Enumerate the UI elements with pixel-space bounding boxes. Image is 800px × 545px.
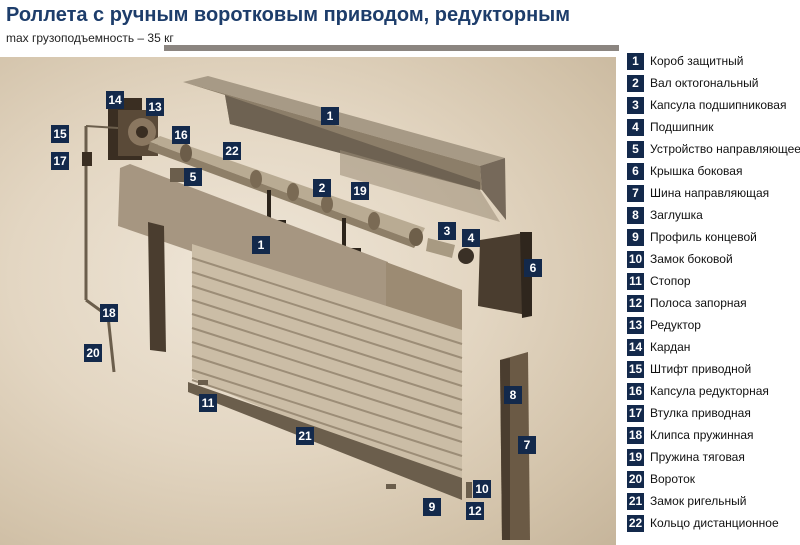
legend-number: 14 — [627, 338, 644, 356]
page-title: Роллета с ручным воротковым приводом, ре… — [6, 4, 571, 26]
callout-11: 11 — [199, 394, 217, 412]
callout-1-top: 1 — [321, 107, 339, 125]
legend-label: Шина направляющая — [650, 186, 770, 200]
callout-20: 20 — [84, 344, 102, 362]
legend-label: Пружина тяговая — [650, 450, 745, 464]
callout-14: 14 — [106, 91, 124, 109]
callout-17: 17 — [51, 152, 69, 170]
legend-number: 9 — [627, 228, 644, 246]
legend-item: 19 Пружина тяговая — [627, 448, 745, 466]
legend-label: Подшипник — [650, 120, 714, 134]
roller-curtain — [188, 244, 463, 500]
legend-item: 16 Капсула редукторная — [627, 382, 769, 400]
legend-number: 12 — [627, 294, 644, 312]
legend-item: 3 Капсула подшипниковая — [627, 96, 786, 114]
legend-number: 8 — [627, 206, 644, 224]
callout-4: 4 — [462, 229, 480, 247]
legend-number: 17 — [627, 404, 644, 422]
left-guide-rail — [148, 222, 166, 352]
callout-22: 22 — [223, 142, 241, 160]
page-subtitle: max грузоподъемность – 35 кг — [6, 31, 174, 45]
legend-label: Полоса запорная — [650, 296, 747, 310]
crank-handle — [82, 125, 119, 373]
exploded-diagram — [82, 76, 532, 540]
legend-item: 13 Редуктор — [627, 316, 701, 334]
legend-item: 6 Крышка боковая — [627, 162, 742, 180]
legend-number: 16 — [627, 382, 644, 400]
legend-item: 4 Подшипник — [627, 118, 713, 136]
legend-label: Устройство направляющее — [650, 142, 800, 156]
box-cover-top — [183, 76, 506, 222]
legend-label: Профиль концевой — [650, 230, 757, 244]
callout-7: 7 — [518, 436, 536, 454]
legend-item: 14 Кардан — [627, 338, 690, 356]
legend-item: 2 Вал октогональный — [627, 74, 758, 92]
legend-label: Вороток — [650, 472, 696, 486]
legend-item: 11 Стопор — [627, 272, 691, 290]
legend-item: 12 Полоса запорная — [627, 294, 747, 312]
small-parts — [170, 168, 472, 498]
legend-number: 20 — [627, 470, 644, 488]
legend-item: 18 Клипса пружинная — [627, 426, 754, 444]
legend-number: 7 — [627, 184, 644, 202]
legend-item: 9 Профиль концевой — [627, 228, 757, 246]
callout-19: 19 — [351, 182, 369, 200]
legend-label: Вал октогональный — [650, 76, 759, 90]
callout-15: 15 — [51, 125, 69, 143]
legend-number: 18 — [627, 426, 644, 444]
legend-number: 10 — [627, 250, 644, 268]
callout-5: 5 — [184, 168, 202, 186]
legend-item: 7 Шина направляющая — [627, 184, 769, 202]
legend-number: 2 — [627, 74, 644, 92]
legend-number: 1 — [627, 52, 644, 70]
legend-number: 21 — [627, 492, 644, 510]
legend-item: 8 Заглушка — [627, 206, 703, 224]
callout-18: 18 — [100, 304, 118, 322]
legend-label: Замок боковой — [650, 252, 733, 266]
callout-1-front: 1 — [252, 236, 270, 254]
callout-6: 6 — [524, 259, 542, 277]
legend-label: Заглушка — [650, 208, 703, 222]
legend-label: Капсула подшипниковая — [650, 98, 787, 112]
legend-number: 3 — [627, 96, 644, 114]
legend-label: Кольцо дистанционное — [650, 516, 779, 530]
legend-item: 10 Замок боковой — [627, 250, 733, 268]
legend-number: 13 — [627, 316, 644, 334]
legend-item: 20 Вороток — [627, 470, 695, 488]
legend-item: 21 Замок ригельный — [627, 492, 746, 510]
callout-2: 2 — [313, 179, 331, 197]
legend-item: 22 Кольцо дистанционное — [627, 514, 779, 532]
legend-item: 5 Устройство направляющее — [627, 140, 800, 158]
legend-item: 1 Короб защитный — [627, 52, 743, 70]
legend-label: Стопор — [650, 274, 691, 288]
callout-3: 3 — [438, 222, 456, 240]
legend-number: 11 — [627, 272, 644, 290]
callout-8: 8 — [504, 386, 522, 404]
legend-number: 6 — [627, 162, 644, 180]
legend-label: Замок ригельный — [650, 494, 747, 508]
legend-label: Кардан — [650, 340, 691, 354]
bearing-capsule — [426, 238, 474, 264]
legend-number: 4 — [627, 118, 644, 136]
legend-label: Штифт приводной — [650, 362, 752, 376]
legend-number: 5 — [627, 140, 644, 158]
legend-number: 19 — [627, 448, 644, 466]
callout-9: 9 — [423, 498, 441, 516]
legend-item: 17 Втулка приводная — [627, 404, 751, 422]
legend-label: Втулка приводная — [650, 406, 751, 420]
callout-21: 21 — [296, 427, 314, 445]
callout-12: 12 — [466, 502, 484, 520]
legend-label: Капсула редукторная — [650, 384, 769, 398]
legend-label: Крышка боковая — [650, 164, 743, 178]
callout-10: 10 — [473, 480, 491, 498]
title-rule — [164, 45, 619, 51]
legend-label: Клипса пружинная — [650, 428, 754, 442]
legend-number: 22 — [627, 514, 644, 532]
legend-item: 15 Штифт приводной — [627, 360, 751, 378]
legend-number: 15 — [627, 360, 644, 378]
legend-label: Редуктор — [650, 318, 701, 332]
callout-16: 16 — [172, 126, 190, 144]
legend-label: Короб защитный — [650, 54, 744, 68]
callout-13: 13 — [146, 98, 164, 116]
